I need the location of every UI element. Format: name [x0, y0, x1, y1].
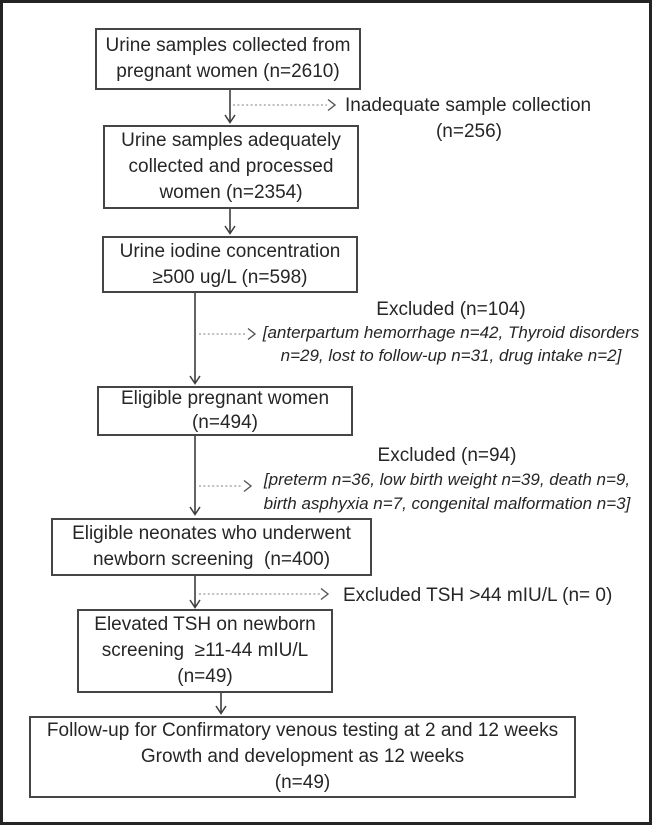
box-text-line: screening ≥11-44 mIU/L: [101, 640, 309, 661]
dotted-arrow-excluded-94: [199, 479, 253, 493]
box-text-line: (n=49): [177, 666, 233, 687]
note-inadequate-sample: Inadequate sample collection (n=256): [345, 93, 593, 145]
box-text-line: collected and processed: [128, 156, 334, 177]
note-excluded-94: Excluded (n=94) [preterm n=36, low birth…: [251, 444, 643, 516]
dotted-arrow-excluded-104: [199, 327, 257, 341]
box-text-line: Elevated TSH on newborn: [94, 614, 316, 635]
down-arrow-6: [215, 693, 227, 715]
note-text-line: Inadequate sample collection: [345, 95, 592, 116]
box-text-line: Eligible neonates who underwent: [72, 523, 351, 544]
box-text-line: Urine samples collected from: [105, 35, 351, 56]
note-text-line: (n=256): [435, 121, 503, 142]
note-detail-line: [anterpartum hemorrhage n=42, Thyroid di…: [262, 323, 640, 342]
box-text-line: Follow-up for Confirmatory venous testin…: [46, 720, 559, 741]
flow-box-follow-up: Follow-up for Confirmatory venous testin…: [29, 716, 576, 798]
dotted-arrow-inadequate: [233, 98, 337, 112]
note-detail-line: [preterm n=36, low birth weight n=39, de…: [263, 470, 631, 489]
down-arrow-2: [224, 209, 236, 235]
box-text-line: (n=494): [191, 412, 259, 433]
down-arrow-3: [189, 293, 201, 385]
note-header: Excluded (n=104): [376, 299, 526, 320]
flow-box-urine-iodine: Urine iodine concentration ≥500 ug/L (n=…: [102, 236, 358, 293]
box-text-line: women (n=2354): [159, 182, 303, 203]
down-arrow-4: [189, 436, 201, 516]
flow-box-eligible-neonates: Eligible neonates who underwent newborn …: [51, 518, 372, 576]
box-text-line: newborn screening (n=400): [92, 549, 331, 570]
note-excluded-tsh: Excluded TSH >44 mIU/L (n= 0): [343, 585, 613, 606]
note-header: Excluded (n=94): [377, 445, 517, 466]
box-text-line: ≥500 ug/L (n=598): [152, 266, 308, 288]
box-text-line: (n=49): [274, 772, 331, 793]
box-text-line: pregnant women (n=2610): [116, 61, 340, 82]
down-arrow-5: [189, 576, 201, 609]
flow-box-urine-processed: Urine samples adequately collected and p…: [103, 125, 359, 209]
dotted-arrow-excluded-tsh: [199, 587, 330, 601]
note-excluded-104: Excluded (n=104) [anterpartum hemorrhage…: [258, 298, 644, 367]
flow-box-urine-collected: Urine samples collected from pregnant wo…: [95, 28, 361, 90]
flow-box-elevated-tsh: Elevated TSH on newborn screening ≥11-44…: [77, 609, 333, 693]
note-detail-line: n=29, lost to follow-up n=31, drug intak…: [280, 346, 622, 365]
box-text-line: Urine iodine concentration: [119, 240, 341, 262]
box-text-line: Eligible pregnant women: [120, 388, 330, 409]
flow-box-eligible-women: Eligible pregnant women (n=494): [97, 386, 353, 436]
box-text-line: Urine samples adequately: [121, 130, 341, 151]
down-arrow-1: [224, 90, 236, 124]
box-text-line: Growth and development as 12 weeks: [140, 746, 465, 767]
note-detail-line: birth asphyxia n=7, congenital malformat…: [263, 494, 631, 513]
